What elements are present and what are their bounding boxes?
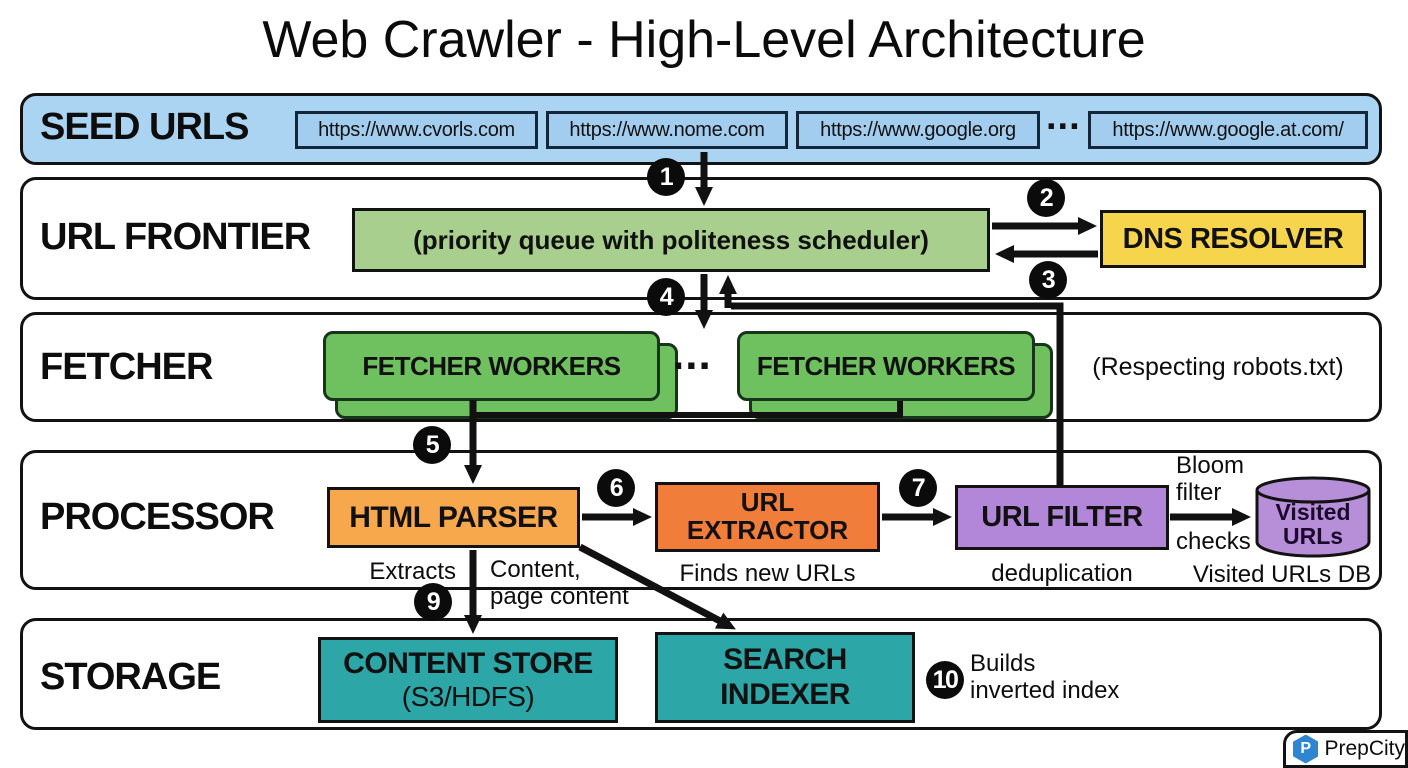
step-badge-2: 2 (1027, 179, 1065, 217)
fetcher-row (20, 312, 1382, 422)
seed-url-1: https://www.cvorls.com (295, 111, 538, 149)
seed-url-2: https://www.nome.com (546, 111, 788, 149)
content-store-box: CONTENT STORE (S3/HDFS) (318, 637, 618, 723)
fetcher-label: FETCHER (40, 346, 213, 388)
seed-urls-ellipsis: ... (1046, 96, 1081, 138)
checks-note: checks (1176, 528, 1251, 555)
visited-urls-cylinder-label: Visited URLs (1275, 499, 1351, 549)
content-store-subtitle: (S3/HDFS) (401, 681, 535, 713)
prepcity-logo-icon: P (1293, 734, 1319, 764)
page-title: Web Crawler - High-Level Architecture (262, 11, 1146, 69)
brand-badge: P PrepCity (1283, 730, 1408, 768)
content-store-title: CONTENT STORE (343, 646, 593, 680)
builds-inverted-index-note: Builds inverted index (970, 650, 1120, 704)
visited-urls-cylinder (1255, 476, 1371, 558)
extracts-note: Extracts (369, 558, 456, 585)
url-filter-box: URL FILTER (955, 485, 1169, 550)
step-badge-5: 5 (413, 426, 451, 464)
processor-label: PROCESSOR (40, 496, 275, 538)
fetcher-ellipsis: ... (672, 330, 712, 379)
fetcher-workers-2-box: FETCHER WORKERS (737, 331, 1035, 401)
content-note: Content, page content (490, 556, 629, 610)
seed-urls-label: SEED URLS (40, 106, 249, 148)
step-badge-4: 4 (647, 278, 685, 316)
url-extractor-box: URL EXTRACTOR (655, 482, 880, 552)
step-badge-1: 1 (647, 158, 685, 196)
fetcher-workers-1-box: FETCHER WORKERS (323, 331, 660, 401)
step-badge-6: 6 (597, 469, 635, 507)
search-indexer-box: SEARCH INDEXER (655, 632, 915, 723)
deduplication-note: deduplication (991, 560, 1133, 587)
html-parser-box: HTML PARSER (327, 487, 580, 548)
brand-name: PrepCity (1324, 737, 1405, 760)
storage-label: STORAGE (40, 656, 221, 698)
step-badge-9: 9 (414, 583, 452, 621)
seed-url-3: https://www.google.org (796, 111, 1040, 149)
visited-urls-db-note: Visited URLs DB (1192, 561, 1372, 588)
step-badge-10: 10 (926, 661, 964, 699)
priority-queue-box: (priority queue with politeness schedule… (352, 208, 990, 272)
step-badge-3: 3 (1029, 261, 1067, 299)
finds-new-urls-note: Finds new URLs (679, 560, 856, 587)
step-badge-7: 7 (899, 469, 937, 507)
dns-resolver-box: DNS RESOLVER (1100, 210, 1366, 268)
bloom-filter-note: Bloom filter (1176, 452, 1245, 506)
robots-note: (Respecting robots.txt) (1092, 353, 1344, 381)
url-frontier-label: URL FRONTIER (40, 216, 311, 258)
seed-url-4: https://www.google.at.com/ (1088, 111, 1368, 149)
